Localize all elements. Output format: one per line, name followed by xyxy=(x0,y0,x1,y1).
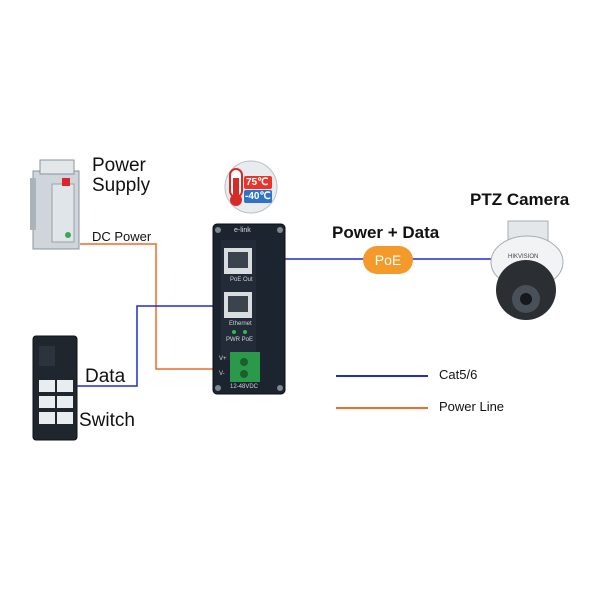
legend-label-cat: Cat5/6 xyxy=(439,367,478,382)
data-line xyxy=(77,305,219,387)
camera-brand-label: HIKVISION xyxy=(508,254,539,260)
power-supply-label-line2: Supply xyxy=(92,175,151,196)
temp-low-label: -40℃ xyxy=(245,191,271,202)
switch-label: Switch xyxy=(79,410,135,431)
legend-label-power: Power Line xyxy=(439,399,505,414)
switch-image xyxy=(32,335,78,441)
data-label: Data xyxy=(85,366,126,387)
dc-power-label: DC Power xyxy=(92,229,152,244)
legend: Cat5/6 Power Line xyxy=(336,364,556,424)
port-bottom-label: Ethernet xyxy=(229,321,252,327)
poe-injector-image xyxy=(212,223,286,395)
port-top-label: PoE Out xyxy=(230,277,253,283)
ptz-camera-image xyxy=(490,220,564,320)
temp-high-label: 75℃ xyxy=(246,177,269,188)
legend-line-power xyxy=(336,407,428,409)
power-supply-image xyxy=(30,159,80,250)
ptz-camera-label: PTZ Camera xyxy=(470,190,570,209)
device-brand-label: e-link xyxy=(234,227,251,234)
voltage-label: 12-48VDC xyxy=(230,384,259,390)
terminal-plus-label: V+ xyxy=(219,356,227,362)
legend-line-cat xyxy=(336,375,428,377)
terminal-minus-label: V- xyxy=(219,371,225,377)
temperature-icon xyxy=(224,160,278,214)
power-data-label: Power + Data xyxy=(332,223,440,242)
power-supply-label-line1: Power xyxy=(92,155,146,176)
poe-badge: PoE xyxy=(363,246,413,274)
led-label: PWR PoE xyxy=(226,337,254,343)
